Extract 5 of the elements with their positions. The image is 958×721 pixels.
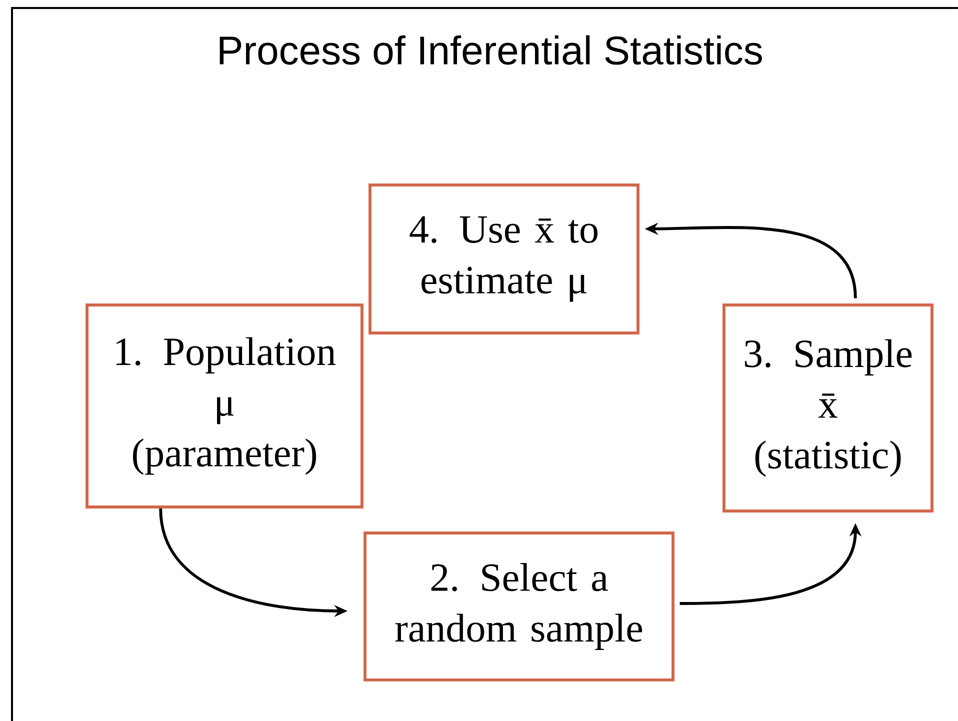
process-box: 4. Use x̄ to estimate μ	[368, 184, 640, 334]
process-box: 3. Sample x̄ (statistic)	[722, 304, 934, 512]
process-box: 1. Population μ (parameter)	[86, 304, 364, 508]
title: Process of Inferential Statistics	[220, 35, 762, 65]
process-box: 2. Select a random sample	[364, 532, 674, 682]
